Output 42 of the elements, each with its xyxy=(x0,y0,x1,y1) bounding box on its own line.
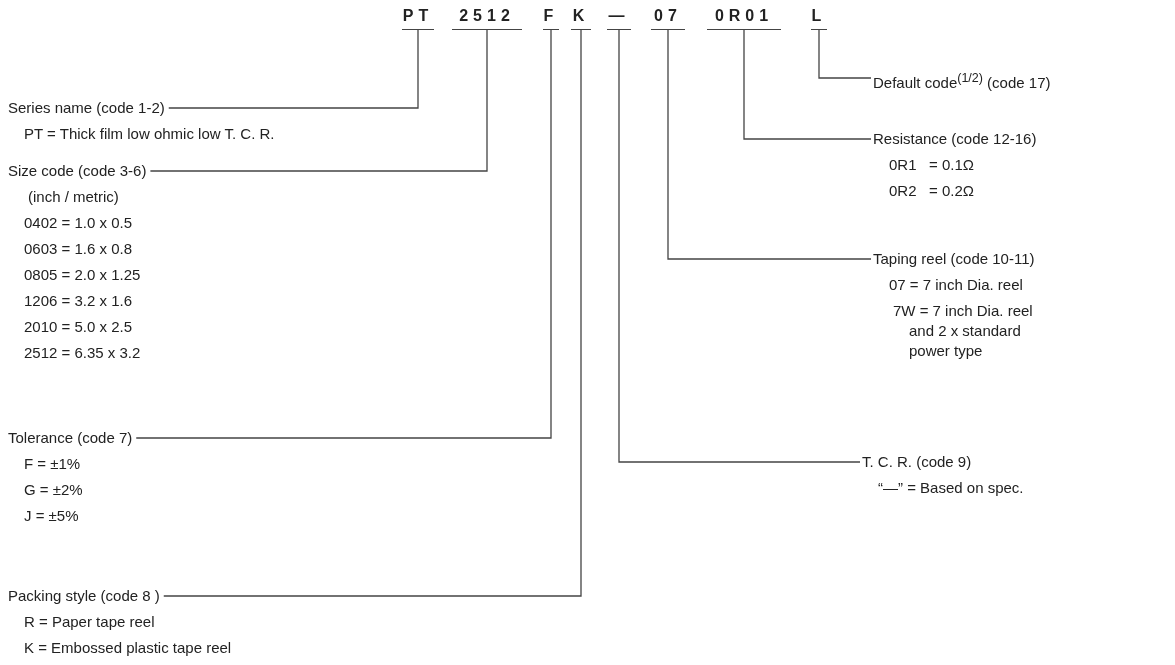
code-definition: 0402 = 1.0 x 0.5 xyxy=(23,213,133,233)
part-code-segment: 2512 xyxy=(452,6,522,30)
code-definition: K = Embossed plastic tape reel xyxy=(23,638,232,658)
field-heading: Packing style (code 8 ) xyxy=(8,586,161,606)
leader-line xyxy=(818,29,872,79)
code-definition: G = ±2% xyxy=(23,480,84,500)
field-heading: Tolerance (code 7) xyxy=(8,428,133,448)
part-code-segment: L xyxy=(811,6,827,30)
field-heading: Size code (code 3-6) xyxy=(8,161,147,181)
field-heading: T. C. R. (code 9) xyxy=(862,452,973,472)
field-heading: Default code$^{(1/2)}$ (code 17) xyxy=(873,70,1051,93)
part-code-segment: 0R01 xyxy=(707,6,781,30)
part-code-segment: — xyxy=(607,6,631,30)
leader-line xyxy=(667,29,872,260)
leader-line xyxy=(743,29,872,140)
code-definition: 1206 = 3.2 x 1.6 xyxy=(23,291,133,311)
leader-line xyxy=(149,29,488,172)
code-definition: 0603 = 1.6 x 0.8 xyxy=(23,239,133,259)
field-heading: Taping reel (code 10-11) xyxy=(873,249,1036,269)
field-heading: Resistance (code 12-16) xyxy=(873,129,1037,149)
code-definition: 0805 = 2.0 x 1.25 xyxy=(23,265,142,285)
part-code-segment: F xyxy=(543,6,559,30)
part-code-segment: 07 xyxy=(651,6,685,30)
code-definition: 0R1 = 0.1Ω xyxy=(888,155,975,175)
leader-line xyxy=(168,29,419,109)
code-definition: J = ±5% xyxy=(23,506,80,526)
leader-line xyxy=(135,29,552,439)
code-definition: R = Paper tape reel xyxy=(23,612,156,632)
code-definition: “—” = Based on spec. xyxy=(877,478,1024,498)
code-definition: F = ±1% xyxy=(23,454,82,474)
part-code-segment: K xyxy=(571,6,591,30)
code-definition: 2010 = 5.0 x 2.5 xyxy=(23,317,133,337)
code-definition: 0R2 = 0.2Ω xyxy=(888,181,975,201)
code-definition: 7W = 7 inch Dia. reel and 2 x standard power type xyxy=(892,301,1034,361)
part-code-segment: PT xyxy=(402,6,434,30)
leader-line xyxy=(163,29,582,597)
code-definition: (inch / metric) xyxy=(27,187,120,207)
field-heading: Series name (code 1-2) xyxy=(8,98,166,118)
code-definition: 07 = 7 inch Dia. reel xyxy=(888,275,1024,295)
code-definition: 2512 = 6.35 x 3.2 xyxy=(23,343,142,363)
code-definition: PT = Thick film low ohmic low T. C. R. xyxy=(23,124,275,144)
leader-line xyxy=(618,29,861,463)
